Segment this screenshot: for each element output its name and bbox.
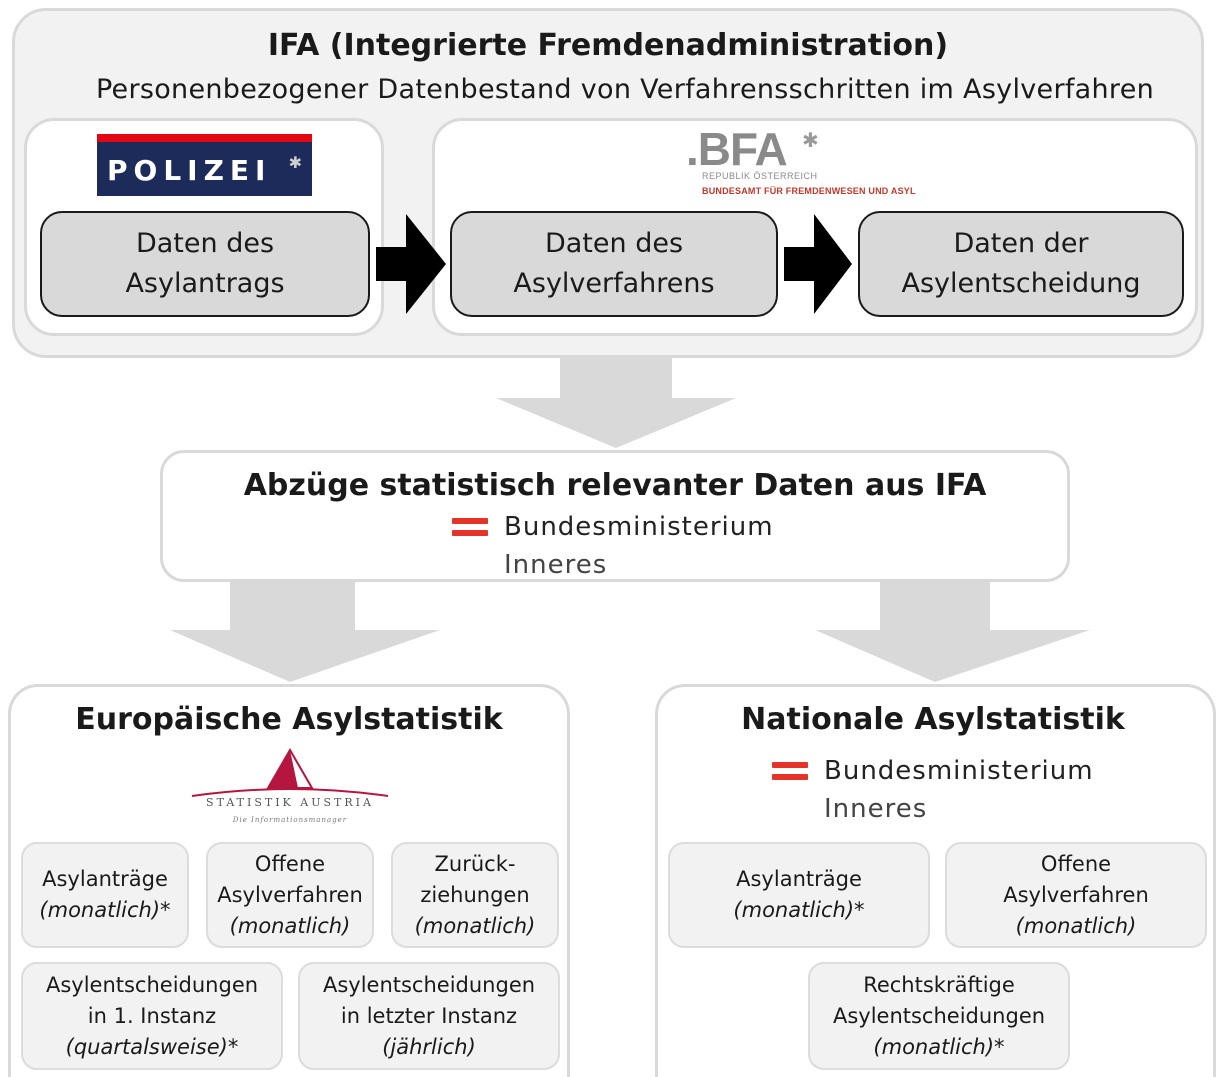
bfa-eagle-icon: ✱ — [802, 128, 819, 152]
down-arrow-to-european — [170, 578, 440, 682]
nat-box-asylantraege: Asylanträge(monatlich)* — [668, 842, 930, 948]
national-title: Nationale Asylstatistik — [741, 702, 1125, 737]
black-arrow-2 — [784, 214, 852, 314]
national-ministry-line1: Bundesministerium — [824, 756, 1094, 786]
down-arrow-to-national — [815, 578, 1090, 682]
bfa-logo-text: .BFA — [686, 123, 788, 175]
extract-title: Abzüge statistisch relevanter Daten aus … — [243, 468, 987, 503]
eu-box-asylantraege: Asylanträge(monatlich)* — [21, 842, 189, 948]
down-arrow-ifa-to-extract — [496, 350, 736, 448]
polizei-logo-text: POLIZEI — [107, 154, 272, 187]
polizei-logo: POLIZEI ✱ — [97, 134, 312, 196]
black-arrows — [376, 214, 852, 314]
bfa-logo: .BFA ✱ REPUBLIK ÖSTERREICH BUNDESAMT FÜR… — [686, 123, 956, 200]
austrian-flag-icon — [772, 762, 808, 780]
extract-panel — [160, 450, 1070, 582]
statistik-austria-triangle-icon — [191, 748, 389, 797]
ifa-subtitle: Personenbezogener Datenbestand von Verfa… — [95, 74, 1155, 105]
extract-ministry-logo: Bundesministerium Inneres — [450, 508, 810, 588]
statistik-austria-logo: STATISTIK AUSTRIA Die Informationsmanage… — [188, 748, 392, 836]
bfa-logo-sub1: REPUBLIK ÖSTERREICH — [702, 171, 818, 181]
statistik-austria-text: STATISTIK AUSTRIA — [206, 796, 374, 809]
statistik-austria-sub: Die Informationsmanager — [232, 816, 348, 824]
eu-box-zurueckziehungen: Zurück-ziehungen(monatlich) — [391, 842, 559, 948]
european-title: Europäische Asylstatistik — [75, 702, 503, 737]
extract-ministry-line1: Bundesministerium — [504, 512, 774, 542]
extract-ministry-line2: Inneres — [504, 550, 608, 580]
black-arrow-1 — [376, 214, 446, 314]
austrian-eagle-icon: ✱ — [288, 153, 302, 172]
ifa-title: IFA (Integrierte Fremdenadministration) — [267, 28, 949, 63]
national-ministry-logo: Bundesministerium Inneres — [770, 752, 1130, 832]
bfa-logo-sub2: BUNDESAMT FÜR FREMDENWESEN UND ASYL — [702, 186, 916, 196]
national-ministry-line2: Inneres — [824, 794, 928, 824]
austrian-flag-icon — [452, 518, 488, 536]
